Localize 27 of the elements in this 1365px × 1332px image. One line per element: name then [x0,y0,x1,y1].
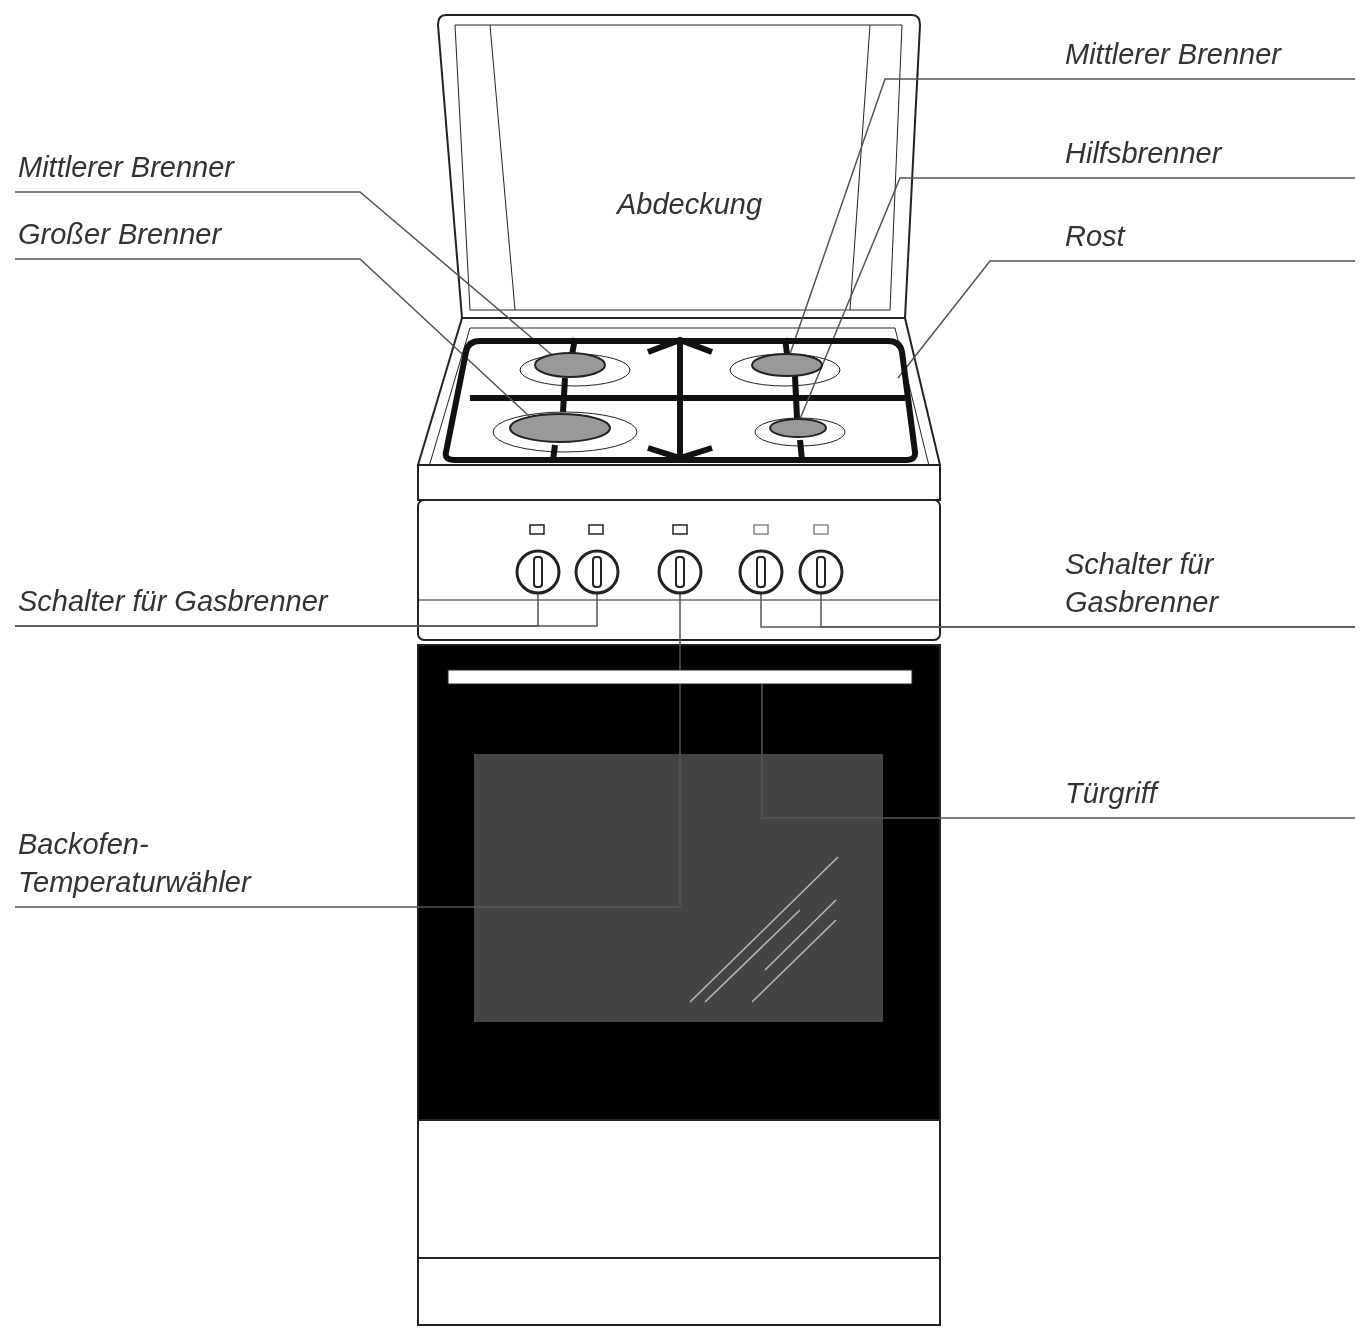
leader-line [14,258,531,418]
leader-line [789,78,1356,355]
leader-line [761,683,1356,819]
leader-line [799,177,1356,420]
part-label: Mittlerer Brenner [15,148,360,186]
grate [442,338,919,463]
part-label: Schalter für Gasbrenner [1062,545,1355,621]
burner [509,413,611,443]
control-knob [574,549,620,595]
leader-line [14,592,681,908]
control-knob [515,549,561,595]
door-handle [447,669,913,685]
control-knob [738,549,784,595]
part-label: Backofen- Temperaturwähler [15,825,315,901]
part-label: Hilfsbrenner [1062,134,1355,172]
part-label: Abdeckung [598,185,778,223]
part-label: Rost [1062,217,1355,255]
part-label: Schalter für Gasbrenner [15,582,360,620]
leader-line [897,260,1356,379]
control-knob [798,549,844,595]
part-label: Großer Brenner [15,215,360,253]
part-label: Türgriff [1062,774,1355,812]
burner [534,352,606,378]
burner [751,353,823,377]
leader-line [14,191,553,356]
part-label: Mittlerer Brenner [1062,35,1355,73]
control-knob [657,549,703,595]
